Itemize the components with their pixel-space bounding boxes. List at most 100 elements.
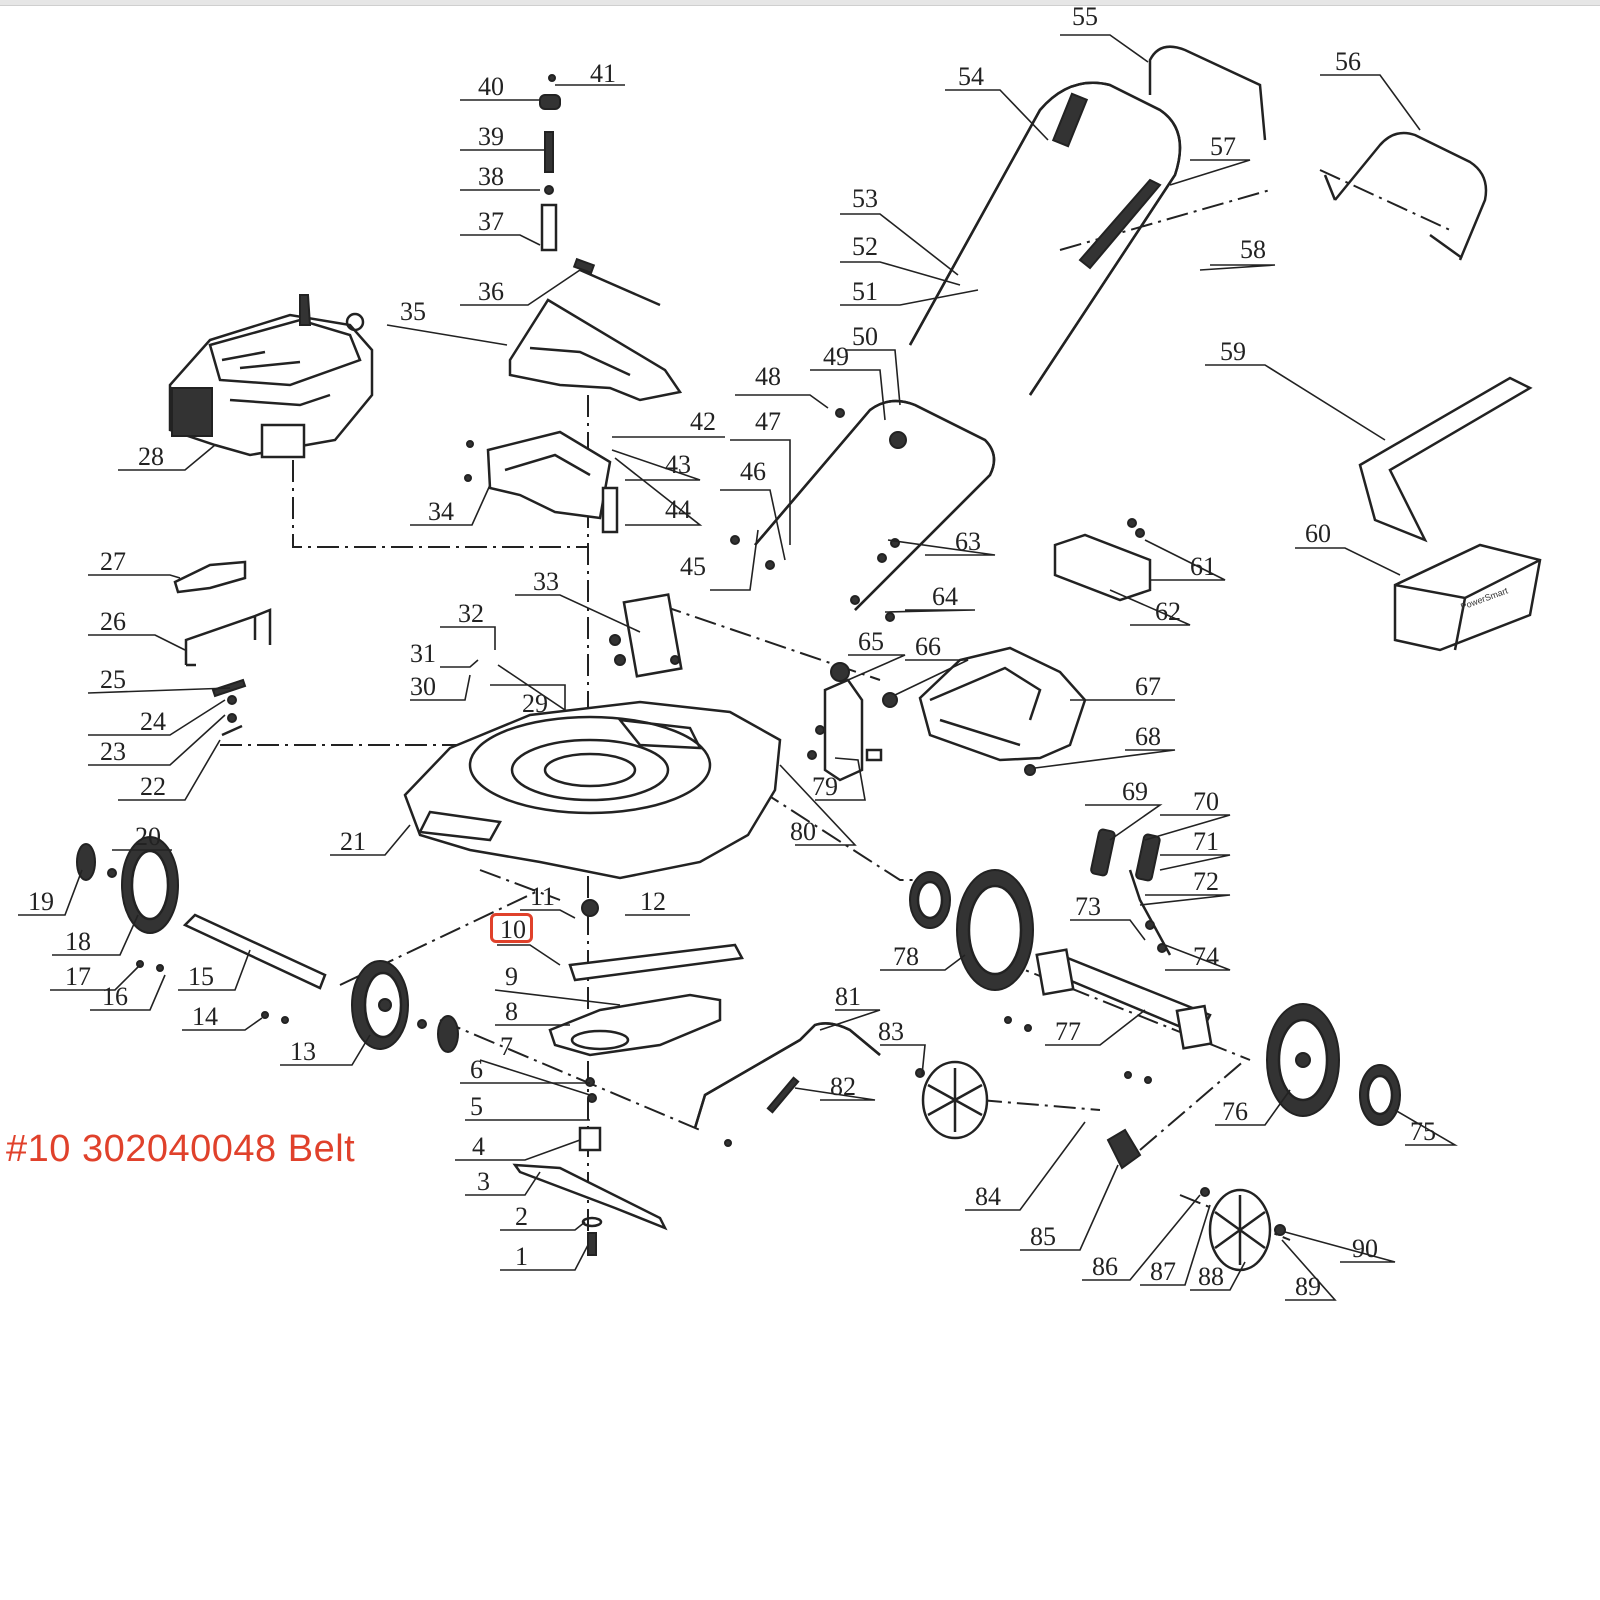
part-label: 32 <box>458 599 484 628</box>
part-label: 6 <box>470 1055 483 1084</box>
part-label: 40 <box>478 72 504 101</box>
part-label: 42 <box>690 407 716 436</box>
part-label: 84 <box>975 1182 1001 1211</box>
part-label: 23 <box>100 737 126 766</box>
part-label: 86 <box>1092 1252 1118 1281</box>
part-label: 65 <box>858 627 884 656</box>
grass-bag-frame-part <box>1323 131 1488 261</box>
part-label: 90 <box>1352 1234 1378 1263</box>
part-label: 52 <box>852 232 878 261</box>
part-label: 78 <box>893 942 919 971</box>
part-label: 53 <box>852 184 878 213</box>
wheel-part-76 <box>1266 1003 1401 1126</box>
part-label: 29 <box>522 689 548 718</box>
blade-assembly-parts <box>512 899 744 1256</box>
part-number-labels: 1 2 3 4 5 6 7 8 9 10 11 12 13 14 15 16 1… <box>28 2 1436 1301</box>
part-label: 72 <box>1193 867 1219 896</box>
part-label: 41 <box>590 59 616 88</box>
part-label: 21 <box>340 827 366 856</box>
part-label: 54 <box>958 62 984 91</box>
page-top-border <box>0 0 1600 6</box>
engine-part <box>168 294 374 459</box>
part-label: 18 <box>65 927 91 956</box>
part-label: 4 <box>472 1132 485 1161</box>
throttle-parts <box>539 74 561 252</box>
part-label: 22 <box>140 772 166 801</box>
part-label: 62 <box>1155 597 1181 626</box>
part-label: 67 <box>1135 672 1161 701</box>
part-label: 83 <box>878 1017 904 1046</box>
part-label: 46 <box>740 457 766 486</box>
part-label: 33 <box>533 567 559 596</box>
part-label: 80 <box>790 817 816 846</box>
part-label: 61 <box>1190 552 1216 581</box>
part-label: 2 <box>515 1202 528 1231</box>
mulch-plug-part <box>1053 518 1152 602</box>
part-label: 1 <box>515 1242 528 1271</box>
part-label: 35 <box>400 297 426 326</box>
part-label: 47 <box>755 407 781 436</box>
rear-axle-part <box>136 913 327 1024</box>
grass-bag-part: PowerSmart <box>1358 376 1542 652</box>
part-label: 20 <box>135 822 161 851</box>
part-label: 45 <box>680 552 706 581</box>
part-label: 87 <box>1150 1257 1176 1286</box>
part-label: 48 <box>755 362 781 391</box>
part-label: 5 <box>470 1092 483 1121</box>
part-label: 56 <box>1335 47 1361 76</box>
bail-lever-part <box>693 1022 881 1147</box>
mower-deck-part <box>403 593 782 880</box>
part-label: 79 <box>812 772 838 801</box>
part-label: 30 <box>410 672 436 701</box>
part-label: 16 <box>102 982 128 1011</box>
part-label: 64 <box>932 582 958 611</box>
leader-lines <box>18 34 1458 1301</box>
part-label: 19 <box>28 887 54 916</box>
part-label: 69 <box>1122 777 1148 806</box>
highlight-box <box>490 913 533 943</box>
part-label: 25 <box>100 665 126 694</box>
part-label: 77 <box>1055 1017 1081 1046</box>
upper-handle-part <box>908 45 1267 396</box>
part-label: 60 <box>1305 519 1331 548</box>
part-label: 8 <box>505 997 518 1026</box>
part-label: 51 <box>852 277 878 306</box>
part-label: 9 <box>505 962 518 991</box>
part-label: 36 <box>478 277 504 306</box>
part-label: 49 <box>823 342 849 371</box>
part-label: 15 <box>188 962 214 991</box>
part-label: 43 <box>665 450 691 479</box>
part-label: 11 <box>530 882 555 911</box>
part-label: 55 <box>1072 2 1098 31</box>
wheel-part-78 <box>909 869 1034 991</box>
part-label: 68 <box>1135 722 1161 751</box>
rear-door-parts <box>807 646 1087 782</box>
part-label: 3 <box>477 1167 490 1196</box>
gear-cover-parts <box>915 1060 1286 1272</box>
part-label: 63 <box>955 527 981 556</box>
part-label: 38 <box>478 162 504 191</box>
part-label: 59 <box>1220 337 1246 366</box>
part-label: 27 <box>100 547 126 576</box>
part-label: 85 <box>1030 1222 1056 1251</box>
part-label: 28 <box>138 442 164 471</box>
drive-lever-parts <box>1090 828 1172 956</box>
part-label: 81 <box>835 982 861 1011</box>
part-label: 17 <box>65 962 91 991</box>
part-label: 66 <box>915 632 941 661</box>
part-label: 24 <box>140 707 166 736</box>
part-label: 75 <box>1410 1117 1436 1146</box>
part-label: 31 <box>410 639 436 668</box>
wheel-part-13 <box>351 960 459 1053</box>
part-caption: #10 302040048 Belt <box>6 1128 356 1170</box>
part-label: 7 <box>500 1032 513 1061</box>
part-label: 82 <box>830 1072 856 1101</box>
part-label: 58 <box>1240 235 1266 264</box>
part-label: 74 <box>1193 942 1219 971</box>
discharge-cover-part <box>508 257 683 402</box>
part-label: 89 <box>1295 1272 1321 1301</box>
part-label: 88 <box>1198 1262 1224 1291</box>
part-label: 39 <box>478 122 504 151</box>
wheel-part-18 <box>76 836 179 934</box>
